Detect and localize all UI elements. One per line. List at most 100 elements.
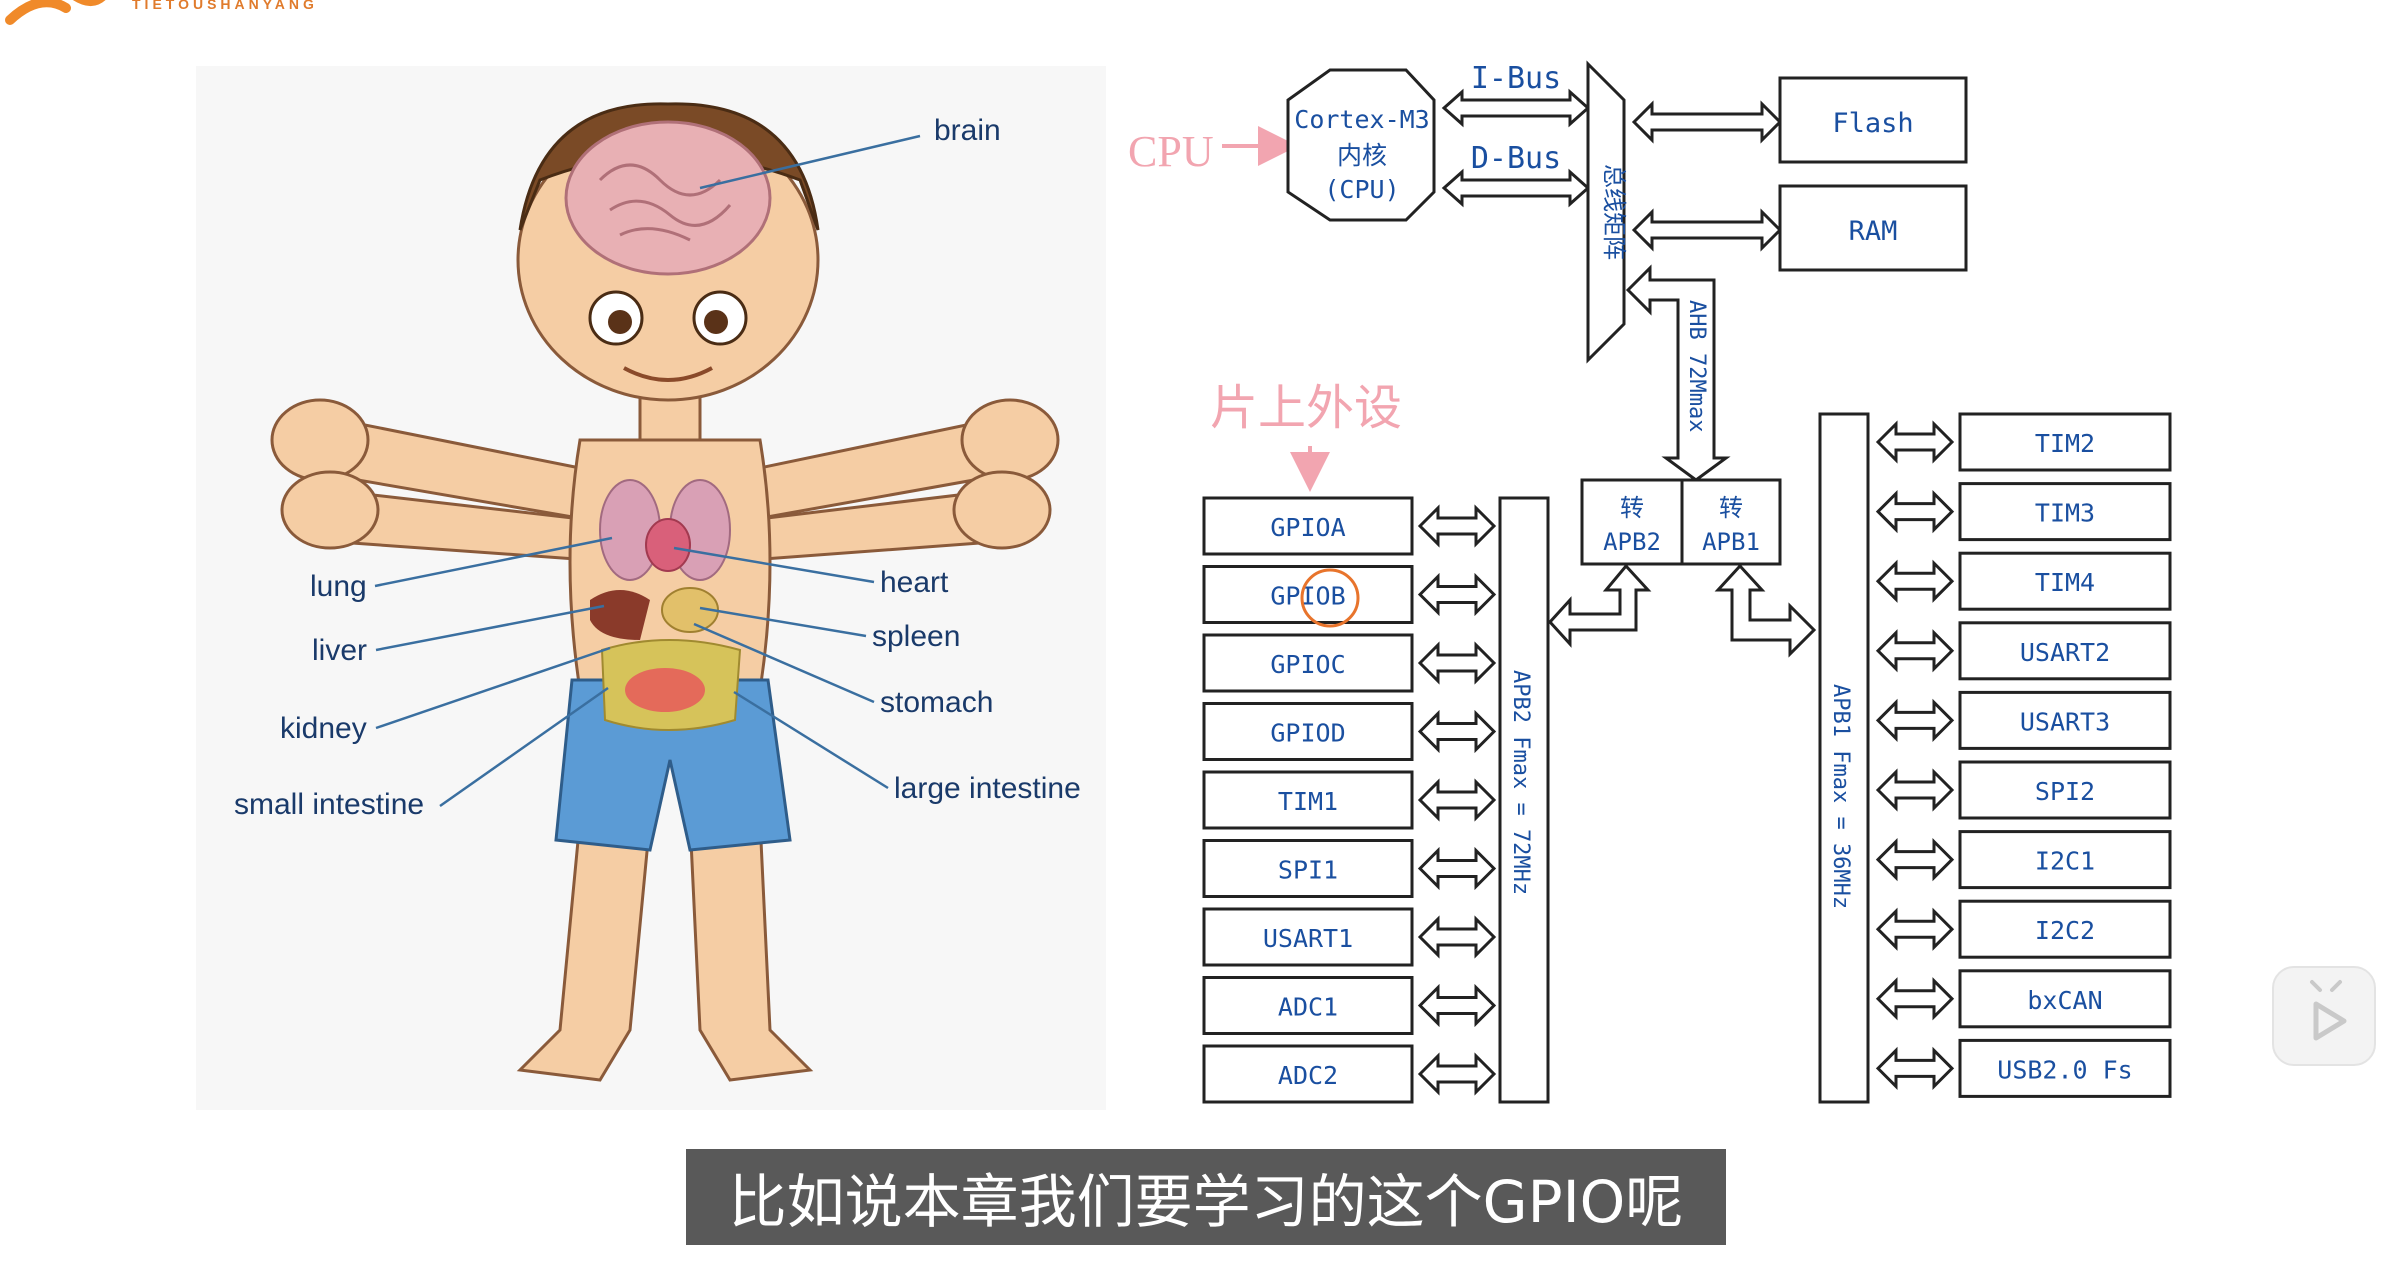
bus-connection-arrow — [1417, 778, 1497, 822]
core-line3: (CPU) — [1324, 175, 1399, 204]
peripheral-row-adc1: ADC1 — [1202, 976, 1497, 1035]
core-line2: 内核 — [1337, 141, 1387, 170]
peripheral-label: ADC2 — [1278, 1061, 1338, 1090]
bridge-to-apb2-arrow — [1547, 563, 1652, 648]
bus-connection-arrow — [1875, 559, 1955, 603]
apb2-bus — [1498, 496, 1550, 1104]
ram-block — [1778, 184, 1968, 272]
subtitle-bar: 比如说本章我们要学习的这个GPIO呢 — [686, 1149, 1726, 1245]
bus-matrix-label: 总线矩阵 — [1600, 164, 1628, 260]
ibus-label: I-Bus — [1471, 61, 1561, 96]
ahb-label: AHB 72Mmax — [1684, 300, 1709, 432]
peripheral-label: GPIOA — [1270, 513, 1345, 542]
peripheral-label: I2C1 — [2035, 847, 2095, 876]
peripheral-box — [1202, 496, 1414, 556]
peripheral-label: USART3 — [2020, 707, 2110, 736]
bus-connection-arrow — [1875, 489, 1955, 534]
peripheral-row-usart3: USART3 — [1875, 690, 2172, 750]
channel-logo-icon — [5, 0, 106, 25]
peripheral-row-usart1: USART1 — [1202, 907, 1497, 967]
subtitle-text: 比如说本章我们要学习的这个GPIO呢 — [728, 1168, 1684, 1236]
peripheral-box — [1202, 770, 1414, 830]
peripheral-label: USB2.0 Fs — [1997, 1055, 2132, 1084]
peripheral-row-spi2: SPI2 — [1875, 760, 2172, 820]
bridge-apb2-top: 转 — [1620, 494, 1644, 522]
peripheral-label: TIM1 — [1278, 787, 1338, 816]
play-icon — [2310, 980, 2347, 1041]
apb1-bus — [1818, 412, 1870, 1104]
peripheral-row-tim3: TIM3 — [1875, 482, 2172, 542]
cortex-m3-core — [1286, 68, 1436, 222]
peripheral-row-gpioa: GPIOA — [1202, 496, 1497, 556]
bridge-apb1-top: 转 — [1719, 494, 1743, 522]
peripheral-box — [1202, 1044, 1414, 1104]
bridge-to-apb1-arrow — [1714, 563, 1817, 658]
peripheral-label: TIM2 — [2035, 429, 2095, 458]
bus-connection-arrow — [1875, 1046, 1955, 1091]
peripheral-box — [1958, 1038, 2172, 1098]
bus-connection-arrow — [1875, 420, 1955, 464]
bus-connection-arrow — [1417, 915, 1497, 959]
channel-logo-text: TIETOUSHANYANG — [132, 0, 318, 12]
bus-connection-arrow — [1417, 846, 1497, 891]
label-large-intestine: large intestine — [894, 772, 1081, 805]
peripheral-box — [1958, 899, 2172, 959]
bus-connection-arrow — [1417, 504, 1497, 548]
peripheral-label: GPIOD — [1270, 719, 1345, 748]
bus-matrix — [1586, 60, 1626, 364]
peripheral-label: SPI2 — [2035, 777, 2095, 806]
bus-connection-arrow — [1875, 977, 1955, 1021]
peripheral-row-gpiob: GPIOB — [1202, 565, 1497, 624]
peripheral-box — [1202, 907, 1414, 967]
bridge-apb2-bottom: APB2 — [1603, 528, 1661, 556]
apb2-peripheral-list: GPIOAGPIOBGPIOCGPIODTIM1SPI1USART1ADC1AD… — [1202, 496, 1497, 1104]
peripheral-box — [1958, 690, 2172, 750]
peripheral-box — [1958, 621, 2172, 681]
peripheral-row-i2c1: I2C1 — [1875, 830, 2172, 890]
bus-connection-arrow — [1417, 641, 1497, 685]
peripheral-row-usart2: USART2 — [1875, 621, 2172, 681]
ahb-arrow — [1625, 264, 1731, 482]
label-lung: lung — [310, 570, 367, 603]
bus-connection-arrow — [1417, 1052, 1497, 1096]
peripheral-box — [1958, 830, 2172, 890]
peripheral-box — [1202, 633, 1414, 693]
bus-connection-arrow — [1417, 709, 1497, 754]
bridge-apb2 — [1580, 478, 1684, 566]
peripheral-label: bxCAN — [2027, 986, 2102, 1015]
label-kidney: kidney — [280, 712, 367, 745]
cpu-annotation: CPU — [1128, 127, 1214, 176]
flash-label: Flash — [1832, 108, 1913, 139]
peripheral-label: SPI1 — [1278, 856, 1338, 885]
bus-connection-arrow — [1875, 698, 1955, 743]
dbus-arrow — [1441, 168, 1591, 208]
ibus-arrow — [1441, 88, 1591, 128]
play-button[interactable] — [2272, 966, 2376, 1066]
bus-connection-arrow — [1875, 907, 1955, 951]
label-liver: liver — [312, 634, 367, 667]
peripheral-label: TIM4 — [2035, 568, 2095, 597]
peripheral-box — [1958, 412, 2172, 472]
label-small-intestine: small intestine — [234, 788, 424, 821]
peripheral-row-adc2: ADC2 — [1202, 1044, 1497, 1104]
mcu-block-diagram: CPU Cortex-M3 内核 (CPU) I-Bus D-Bus 总线矩阵 … — [1128, 60, 2172, 1104]
peripheral-box — [1202, 839, 1414, 898]
dbus-label: D-Bus — [1471, 141, 1561, 176]
ram-label: RAM — [1849, 216, 1898, 247]
peripheral-row-gpiod: GPIOD — [1202, 702, 1497, 761]
peripheral-label: I2C2 — [2035, 916, 2095, 945]
organ-leader-lines — [374, 134, 921, 808]
label-stomach: stomach — [880, 686, 993, 719]
peripheral-row-bxcan: bxCAN — [1875, 969, 2172, 1029]
peripheral-annotation: 片上外设 — [1210, 382, 1402, 435]
bridge-apb1-bottom: APB1 — [1702, 528, 1760, 556]
peripheral-box — [1202, 976, 1414, 1035]
bus-connection-arrow — [1875, 837, 1955, 882]
peripheral-box — [1958, 482, 2172, 542]
peripheral-box — [1202, 702, 1414, 761]
peripheral-row-spi1: SPI1 — [1202, 839, 1497, 898]
gpiob-highlight-circle — [1300, 568, 1360, 628]
flash-block — [1778, 76, 1968, 164]
